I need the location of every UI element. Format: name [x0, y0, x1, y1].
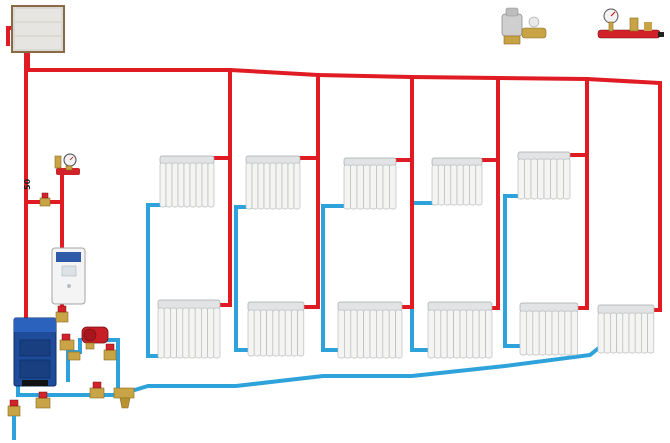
- radiator-lower-6: [597, 304, 655, 354]
- return-piping: [16, 194, 609, 405]
- radiator-lower-5: [519, 302, 579, 356]
- radiator-icon: [245, 162, 301, 210]
- radiator-lower-2: [247, 301, 305, 357]
- safety-group-icon: [54, 153, 80, 175]
- radiator-lower-1: [157, 299, 221, 359]
- radiator-icon: [247, 309, 305, 357]
- radiator-icon: [427, 309, 493, 359]
- pipe-diameter-label: 50: [23, 178, 32, 190]
- expansion-tank-icon: [11, 5, 65, 53]
- ball-valve-icon: [89, 381, 105, 399]
- radiator-icon: [157, 307, 221, 359]
- radiator-icon: [519, 310, 578, 356]
- ball-valve-icon: [103, 343, 117, 361]
- radiator-upper-5: [517, 151, 571, 200]
- ball-valve-icon: [67, 351, 81, 361]
- radiator-icon: [337, 309, 403, 359]
- radiator-icon: [159, 162, 215, 208]
- air-vent-icon: [501, 7, 547, 45]
- radiator-upper-1: [159, 155, 215, 208]
- radiator-icon: [517, 158, 571, 200]
- safety-group-icon: [597, 8, 664, 39]
- radiator-lower-4: [427, 301, 493, 359]
- ball-valve-icon: [59, 333, 75, 351]
- ball-valve-icon: [39, 192, 51, 207]
- radiator-icon: [343, 164, 397, 210]
- radiator-upper-4: [431, 157, 483, 206]
- radiator-lower-3: [337, 301, 403, 359]
- circulation-pump-icon: [81, 326, 109, 350]
- radiator-icon: [431, 164, 483, 206]
- electric-boiler-icon: [51, 247, 86, 305]
- radiator-upper-2: [245, 155, 301, 210]
- radiator-icon: [597, 312, 655, 354]
- ball-valve-icon: [7, 399, 21, 417]
- ball-valve-icon: [35, 391, 51, 409]
- radiator-upper-3: [343, 157, 397, 210]
- solid-fuel-boiler-icon: [13, 317, 57, 387]
- ball-valve-icon: [55, 305, 69, 323]
- strainer-icon: [113, 387, 135, 409]
